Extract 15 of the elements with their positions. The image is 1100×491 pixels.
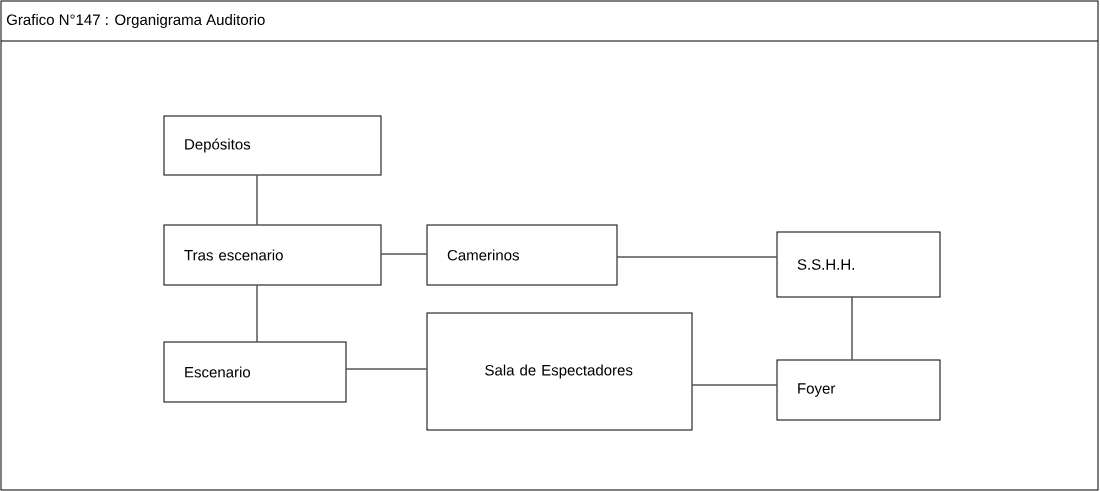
- connector-line: [851, 297, 853, 360]
- process-box: Camerinos: [426, 224, 618, 286]
- connector-line: [692, 384, 777, 386]
- process-box: Foyer: [776, 359, 941, 421]
- title: Grafico N°147 : Organigrama Auditorio: [6, 14, 265, 28]
- process-box: Escenario: [163, 341, 347, 403]
- connector-line: [617, 256, 777, 258]
- connector-line: [256, 175, 258, 225]
- connector-line: [381, 253, 427, 255]
- connector-line: [346, 368, 427, 370]
- connector-line: [256, 285, 258, 342]
- process-box: Depósitos: [163, 115, 382, 176]
- process-box: Tras escenario: [163, 224, 382, 286]
- process-box: S.S.H.H.: [776, 231, 941, 298]
- process-box: Sala de Espectadores: [426, 312, 693, 431]
